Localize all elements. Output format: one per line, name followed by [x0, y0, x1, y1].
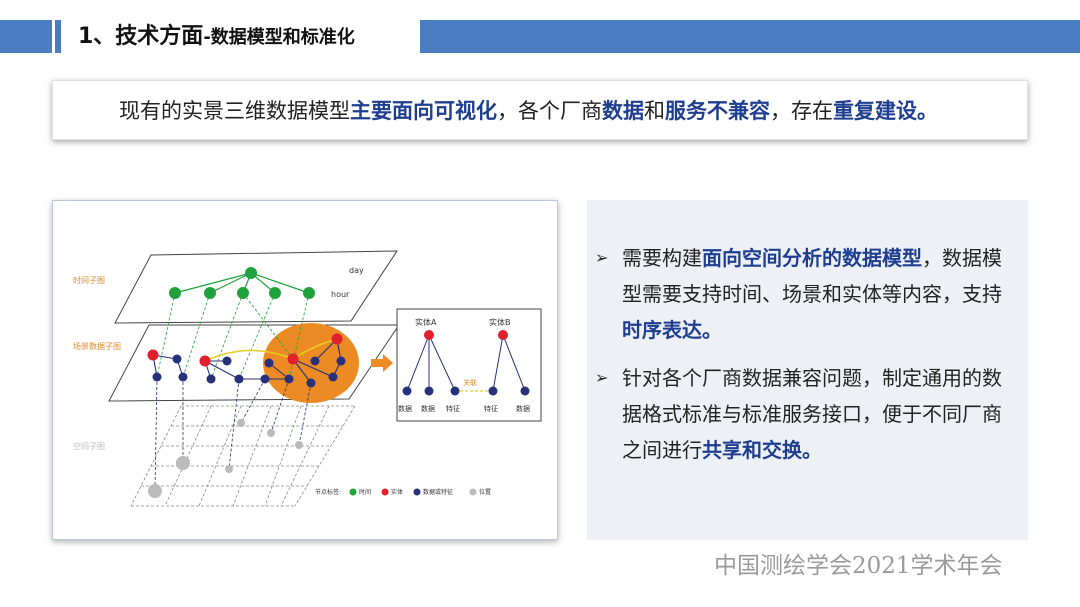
legend: 节点标签: 时间 实体 数据或特征 位置	[315, 488, 491, 496]
page-title: 1、技术方面-数据模型和标准化	[78, 20, 355, 53]
leaf-label: 数据	[398, 404, 412, 413]
summary-highlight: 数据	[602, 99, 644, 123]
day-label: day	[349, 266, 364, 275]
bullet-highlight: 共享和交换。	[702, 438, 822, 462]
bullet-part: 需要构建	[622, 246, 702, 270]
bullet-part: ，数据模型需要支持时间、场景和实体等内容，支持	[622, 246, 1002, 306]
location-nodes	[148, 419, 303, 498]
summary-part: 现有的实景三维数据模型	[119, 99, 350, 123]
leaf-label: 数据	[421, 404, 435, 413]
summary-highlight: 服务不兼容	[665, 99, 770, 123]
legend-entity: 实体	[391, 488, 403, 496]
entity-a-node	[424, 330, 434, 340]
title-main: 1、技术方面	[78, 24, 204, 49]
time-plane	[114, 250, 398, 324]
bullet-text: 需要构建面向空间分析的数据模型，数据模型需要支持时间、场景和实体等内容，支持时序…	[622, 240, 1015, 348]
entity-b-label: 实体B	[489, 317, 511, 327]
bullet-highlight: 面向空间分析的数据模型	[702, 246, 922, 270]
summary-banner: 现有的实景三维数据模型主要面向可视化，各个厂商数据和服务不兼容，存在重复建设。	[52, 80, 1028, 140]
entity-nodes	[147, 333, 343, 367]
assoc-label: 关联	[463, 378, 477, 387]
bullet-item: ➢ 针对各个厂商数据兼容问题，制定通用的数据格式标准与标准服务接口，便于不同厂商…	[595, 360, 1015, 468]
data-model-figure: 时间子图 day hour 场景数据子图 空间子图 实体A 实体B 关联 数据 …	[52, 200, 558, 540]
bullet-highlight: 时序表达。	[622, 318, 722, 342]
bullet-arrow-icon: ➢	[595, 248, 609, 267]
arrow-icon	[371, 354, 393, 372]
data-model-diagram: 时间子图 day hour 场景数据子图 空间子图 实体A 实体B 关联 数据 …	[73, 250, 542, 507]
header-left-bar	[0, 20, 52, 53]
bullet-part: 针对各个厂商数据兼容问题，制定通用的数据格式标准与标准服务接口，便于不同厂商之间…	[622, 366, 1002, 462]
legend-time: 时间	[359, 488, 371, 496]
time-subgraph-label: 时间子图	[73, 275, 105, 285]
header-right-bar	[420, 20, 1080, 53]
entity-a-label: 实体A	[415, 317, 437, 327]
summary-highlight: 重复建设。	[833, 99, 938, 123]
leaf-label: 特征	[484, 404, 498, 413]
legend-title: 节点标签:	[315, 488, 341, 496]
legend-location: 位置	[479, 488, 491, 496]
leaf-label: 数据	[516, 404, 530, 413]
time-nodes	[169, 267, 315, 299]
hour-label: hour	[331, 290, 350, 299]
summary-text: 现有的实景三维数据模型主要面向可视化，各个厂商数据和服务不兼容，存在重复建设。	[119, 81, 938, 141]
space-subgraph-label: 空间子图	[73, 441, 105, 451]
summary-part: 和	[644, 99, 665, 123]
legend-data: 数据或特征	[423, 488, 453, 496]
bullet-item: ➢ 需要构建面向空间分析的数据模型，数据模型需要支持时间、场景和实体等内容，支持…	[595, 240, 1015, 348]
detail-box	[396, 308, 542, 422]
entity-b-node	[498, 330, 508, 340]
data-nodes	[152, 354, 346, 388]
scene-subgraph-label: 场景数据子图	[73, 341, 121, 351]
summary-part: ，存在	[770, 99, 833, 123]
leaf-label: 特征	[446, 404, 460, 413]
bullet-arrow-icon: ➢	[595, 368, 609, 387]
footer-watermark: 中国测绘学会2021学术年会	[714, 553, 1003, 579]
summary-part: ，各个厂商	[497, 99, 602, 123]
title-sub: -数据模型和标准化	[203, 27, 355, 48]
bullet-text: 针对各个厂商数据兼容问题，制定通用的数据格式标准与标准服务接口，便于不同厂商之间…	[622, 360, 1015, 468]
bullet-panel: ➢ 需要构建面向空间分析的数据模型，数据模型需要支持时间、场景和实体等内容，支持…	[587, 200, 1028, 540]
header-separator	[55, 20, 61, 53]
summary-highlight: 主要面向可视化	[350, 99, 497, 123]
